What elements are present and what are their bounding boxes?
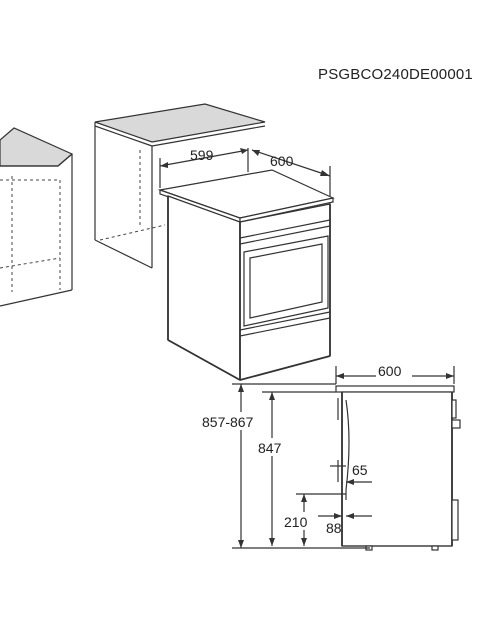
dimension-847-label: 847 [258, 440, 282, 456]
dimension-65: 65 [330, 460, 372, 485]
cooker-side-view [335, 385, 461, 551]
dimension-847: 847 [256, 391, 336, 546]
dimension-857-867: 857-867 [200, 383, 370, 549]
dimension-210: 210 [282, 493, 346, 546]
dimension-88-label: 88 [326, 520, 342, 536]
left-cabinet [0, 127, 74, 307]
dimension-600-side-label: 600 [378, 363, 402, 379]
dimension-599: 599 [159, 147, 249, 188]
dimension-210-label: 210 [284, 514, 308, 530]
dimension-600-side: 600 [335, 362, 455, 384]
dimension-599-label: 599 [190, 147, 214, 163]
model-code-label: PSGBCO240DE00001 [318, 66, 473, 83]
dimension-600-top-label: 600 [270, 153, 294, 169]
dimension-65-label: 65 [352, 462, 368, 478]
dimension-857-867-label: 857-867 [202, 414, 254, 430]
right-cabinet [94, 103, 266, 269]
dimension-88: 88 [318, 513, 372, 536]
dimension-600-top: 600 [251, 149, 331, 196]
cooker-perspective [157, 169, 335, 382]
